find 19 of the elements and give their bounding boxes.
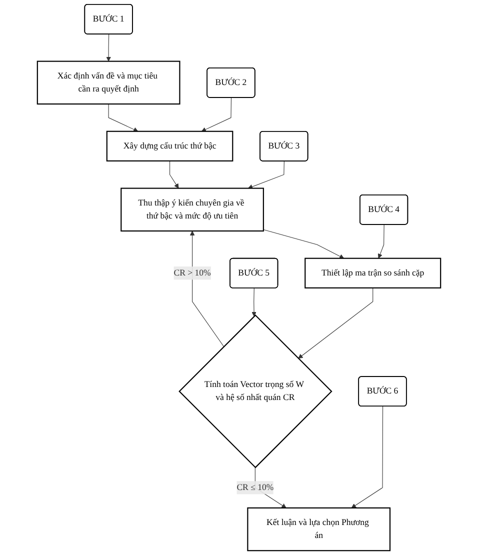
arrow [201,97,232,132]
arrow [170,160,179,188]
arrow [190,230,224,347]
node-box: Thiết lập ma trận so sánh cặp [304,258,442,288]
node-box: Xây dựng cấu trúc thứ bậc [106,130,234,162]
edge-label: CR ≤ 10% [236,482,274,492]
node-box: Xác định vấn đề và mục tiêu cần ra quyết định [36,60,180,105]
edge-label: CR > 10% [174,268,211,278]
arrow [298,288,374,359]
arrow [378,224,384,259]
node-diamond: Tính toán Vector trọng số W và hệ số nhất quán CR [178,314,332,468]
node-box: Kết luận và lựa chọn Phương án [247,507,391,552]
node-box: Thu thập ý kiến chuyên gia về thứ bậc và mức độ ưu tiên [120,188,264,232]
arrow [106,34,111,62]
arrow [263,229,344,259]
arrow [248,160,284,189]
arrow [351,406,384,508]
arrow [252,288,256,317]
arrow [108,104,138,132]
